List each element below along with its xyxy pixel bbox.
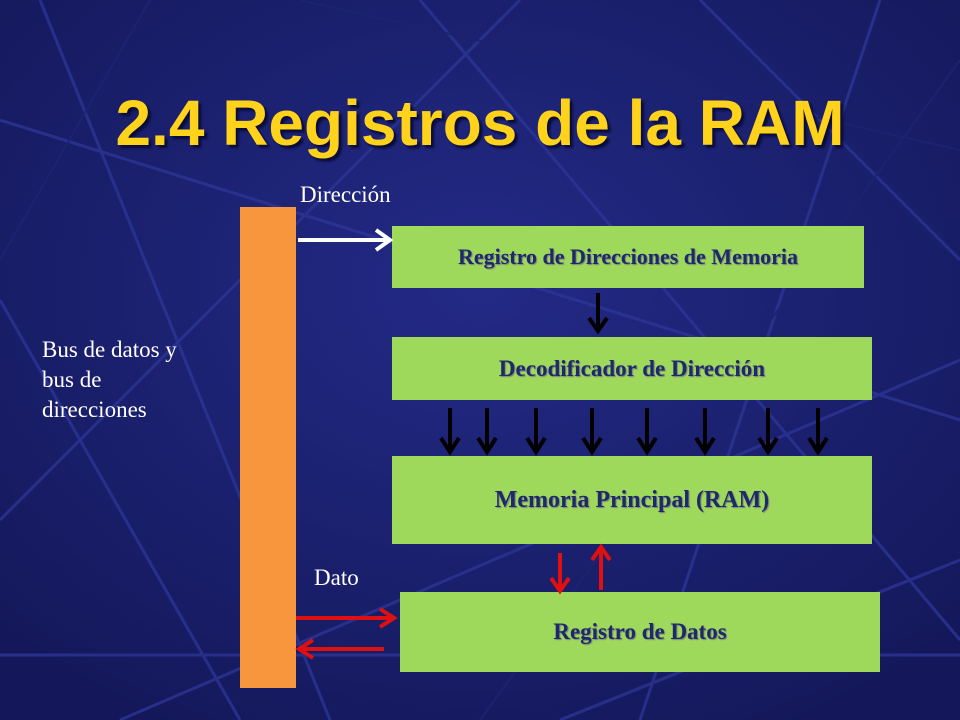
memory-address-register: Registro de Direcciones de Memoria: [392, 226, 864, 288]
decoder-to-ram-arrows: [439, 408, 829, 456]
decoder-arrow-5: [636, 408, 658, 456]
decoder-arrow-8: [807, 408, 829, 456]
decoder-arrow-7: [757, 408, 779, 456]
address-arrow: [298, 228, 394, 252]
address-decoder: Decodificador de Dirección: [392, 337, 872, 400]
decoder-arrow-6: [694, 408, 716, 456]
rdm-to-decoder-arrow: [587, 293, 609, 335]
decoder-arrow-4: [581, 408, 603, 456]
bus-to-data-register-arrow: [296, 607, 398, 629]
data-address-bus: [240, 207, 296, 688]
data-register-to-bus-arrow: [295, 638, 384, 660]
ram-to-data-register-arrow: [549, 553, 571, 595]
decoder-arrow-3: [525, 408, 547, 456]
memory-address-register-label: Registro de Direcciones de Memoria: [457, 244, 799, 269]
data-register-to-ram-arrow: [590, 543, 612, 590]
data-register: Registro de Datos: [400, 592, 880, 672]
bus-label: Bus de datos y bus de direcciones: [42, 335, 177, 425]
address-decoder-label: Decodificador de Dirección: [498, 355, 766, 381]
data-register-label: Registro de Datos: [553, 619, 727, 644]
decoder-arrow-1: [439, 408, 461, 456]
bus-label-line-3: direcciones: [42, 397, 147, 422]
direccion-label: Dirección: [300, 182, 391, 207]
bus-label-line-2: bus de: [42, 367, 102, 392]
main-memory-ram: Memoria Principal (RAM): [392, 456, 872, 544]
bus-label-line-1: Bus de datos y: [42, 337, 177, 362]
page-title: 2.4 Registros de la RAM: [115, 87, 845, 159]
dato-label: Dato: [314, 565, 359, 590]
decoder-arrow-2: [476, 408, 498, 456]
main-memory-ram-label: Memoria Principal (RAM): [494, 486, 770, 513]
